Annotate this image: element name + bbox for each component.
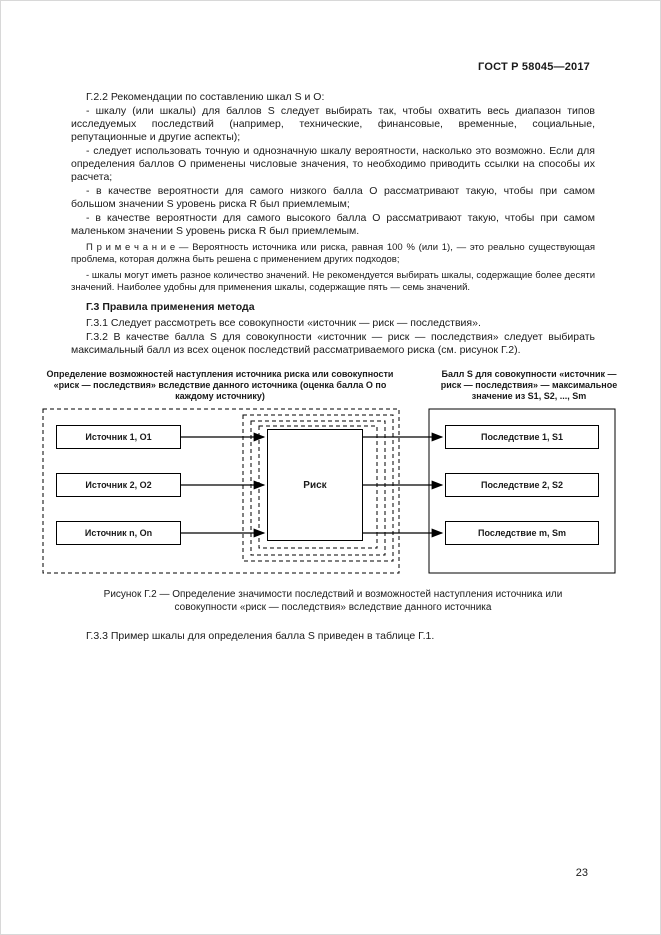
dashed-outline-mid xyxy=(242,414,394,562)
page-number: 23 xyxy=(575,867,588,879)
figure-right-header: Балл S для совокупности «источник — риск… xyxy=(440,369,618,401)
figure-caption: Рисунок Г.2 — Определение значимости пос… xyxy=(103,589,563,613)
paragraph-g33: Г.3.3 Пример шкалы для определения балла… xyxy=(86,630,435,642)
consequence-m-box: Последствие m, Sm xyxy=(445,521,599,545)
source-1-box: Источник 1, O1 xyxy=(56,425,181,449)
consequence-2-box: Последствие 2, S2 xyxy=(445,473,599,497)
body-text-column: Г.2.2 Рекомендации по составлению шкал S… xyxy=(42,91,617,644)
paragraph-g31: Г.3.1 Следует рассмотреть все совокупнос… xyxy=(86,317,481,329)
figure-g2: Определение возможностей наступления ист… xyxy=(41,369,625,614)
figure-diagram: Источник 1, O1 Источник 2, O2 Источник n… xyxy=(41,407,625,579)
figure-headers: Определение возможностей наступления ист… xyxy=(41,369,625,402)
source-2-box: Источник 2, O2 xyxy=(56,473,181,497)
paragraph-g32: Г.3.2 В качестве балла S для совокупност… xyxy=(71,331,595,356)
figure-left-header: Определение возможностей наступления ист… xyxy=(46,369,394,401)
section-heading-g3: Г.3 Правила применения метода xyxy=(86,301,255,313)
source-n-box: Источник n, On xyxy=(56,521,181,545)
consequences-container-outline xyxy=(428,408,616,574)
list-item-scale-count: - шкалы могут иметь разное количество зн… xyxy=(71,270,595,293)
consequence-1-box: Последствие 1, S1 xyxy=(445,425,599,449)
dashed-outline-innermost xyxy=(258,425,378,549)
list-item-scale-range: - шкалу (или шкалы) для баллов S следует… xyxy=(71,105,595,143)
list-item-probability-scale: - следует использовать точную и однознач… xyxy=(71,145,595,183)
paragraph-g22: Г.2.2 Рекомендации по составлению шкал S… xyxy=(86,91,325,103)
list-item-highest-score: - в качестве вероятности для самого высо… xyxy=(71,212,595,237)
list-item-lowest-score: - в качестве вероятности для самого низк… xyxy=(71,185,595,210)
document-standard-number: ГОСТ Р 58045—2017 xyxy=(478,61,590,73)
diagram-lines-layer xyxy=(42,408,616,574)
dashed-outline-inner xyxy=(250,420,386,556)
risk-box: Риск xyxy=(267,429,363,541)
dashed-outline-outer xyxy=(42,408,400,574)
note-paragraph: П р и м е ч а н и е — Вероятность источн… xyxy=(71,242,595,265)
